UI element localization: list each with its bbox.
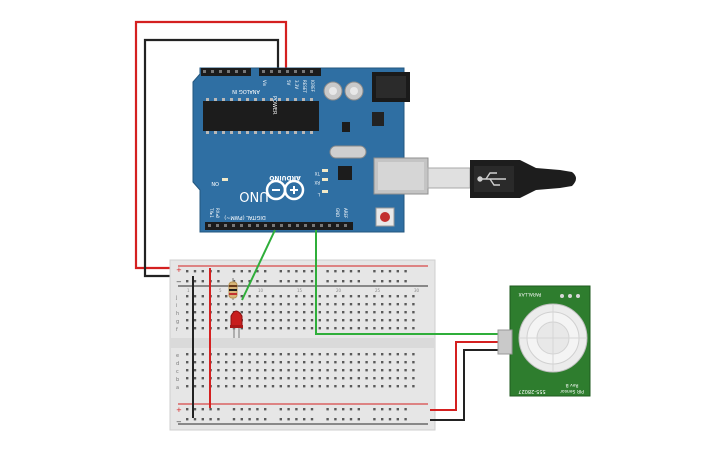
rx-label: RX bbox=[314, 180, 320, 185]
row-label: d bbox=[176, 361, 179, 367]
usb-port bbox=[373, 157, 429, 195]
tx-label: TX bbox=[315, 171, 321, 176]
v5-pin-label: 5V bbox=[286, 80, 291, 86]
digital-header[interactable] bbox=[205, 222, 353, 230]
row-label: b bbox=[176, 377, 179, 383]
resistor[interactable] bbox=[228, 278, 238, 300]
capacitor bbox=[323, 81, 364, 101]
tx-pin-label: TX▸1 bbox=[209, 207, 214, 218]
reset-button[interactable] bbox=[375, 207, 395, 227]
col-label: 25 bbox=[375, 288, 381, 293]
row-label: i bbox=[176, 303, 177, 309]
col-label: 15 bbox=[297, 288, 303, 293]
row-label: e bbox=[176, 353, 179, 359]
analog-label: ANALOG IN bbox=[232, 88, 260, 94]
row-label: c bbox=[176, 369, 179, 375]
col-label: 10 bbox=[258, 288, 264, 293]
board-brand-label: ARDUINO bbox=[269, 174, 300, 181]
ioref-pin-label: IOREF bbox=[310, 80, 315, 93]
row-label: j bbox=[175, 295, 177, 301]
rx-pin-label: RX◂0 bbox=[215, 208, 220, 219]
vin-pin-label: Vin bbox=[262, 80, 267, 87]
col-label: 5 bbox=[219, 288, 222, 293]
analog-header[interactable] bbox=[201, 68, 251, 76]
v33-pin-label: 3.3V bbox=[294, 80, 299, 89]
wire-green-pir-signal[interactable] bbox=[315, 230, 512, 335]
power-label: POWER bbox=[271, 96, 277, 115]
usb-cable[interactable] bbox=[427, 160, 576, 198]
l-label: L bbox=[317, 192, 320, 197]
aref-pin-label: AREF bbox=[343, 208, 348, 219]
pir-rev-label: Rev B bbox=[566, 382, 579, 388]
board-model-label: UNO bbox=[239, 188, 268, 203]
breadboard-holes[interactable] bbox=[186, 270, 415, 421]
arduino-logo-icon bbox=[265, 179, 305, 201]
crystal bbox=[329, 145, 367, 159]
wire-red-pir-power[interactable] bbox=[430, 341, 512, 411]
on-label: ON bbox=[211, 180, 219, 186]
rail-minus-bottom: − bbox=[176, 418, 182, 426]
pir-dome bbox=[518, 303, 588, 373]
row-label: f bbox=[176, 327, 178, 333]
pir-part-number: 555-28027 bbox=[518, 388, 545, 394]
breadboard[interactable]: + − + − j i h g f e d c b a 1 5 10 15 20 bbox=[169, 259, 436, 431]
col-label: 1 bbox=[187, 288, 190, 293]
wire-black-pir-ground[interactable] bbox=[430, 349, 512, 421]
col-label: 30 bbox=[414, 288, 420, 293]
usb-symbol-icon bbox=[477, 172, 506, 186]
col-label: 20 bbox=[336, 288, 342, 293]
rail-plus-top: + bbox=[176, 266, 182, 274]
pir-brand-label: PARALLAX bbox=[519, 291, 542, 297]
pir-name-label: PIR Sensor bbox=[560, 388, 584, 394]
power-header[interactable] bbox=[259, 68, 321, 76]
reset-pin-label: RESET bbox=[302, 80, 307, 93]
rail-plus-bottom: + bbox=[176, 406, 182, 414]
row-label: g bbox=[176, 319, 179, 325]
wire-red-5v[interactable] bbox=[134, 20, 288, 270]
atmega-chip bbox=[203, 98, 319, 134]
power-jack bbox=[372, 72, 410, 102]
gnd-pin-label: GND bbox=[335, 208, 340, 217]
red-led[interactable] bbox=[230, 310, 243, 338]
digital-label: DIGITAL (PWM~) bbox=[224, 214, 266, 220]
row-label: a bbox=[176, 385, 179, 391]
wire-black-gnd[interactable] bbox=[143, 38, 280, 278]
wire-green-led[interactable] bbox=[241, 229, 276, 301]
pir-sensor[interactable]: PARALLAX 555-28027 PIR Sensor Rev B bbox=[497, 285, 591, 397]
arduino-uno-board[interactable]: UNO ARDUINO POWER ANALOG IN DIGITAL (PWM… bbox=[192, 67, 429, 233]
row-label: h bbox=[176, 311, 179, 317]
rail-minus-top: − bbox=[176, 278, 182, 286]
